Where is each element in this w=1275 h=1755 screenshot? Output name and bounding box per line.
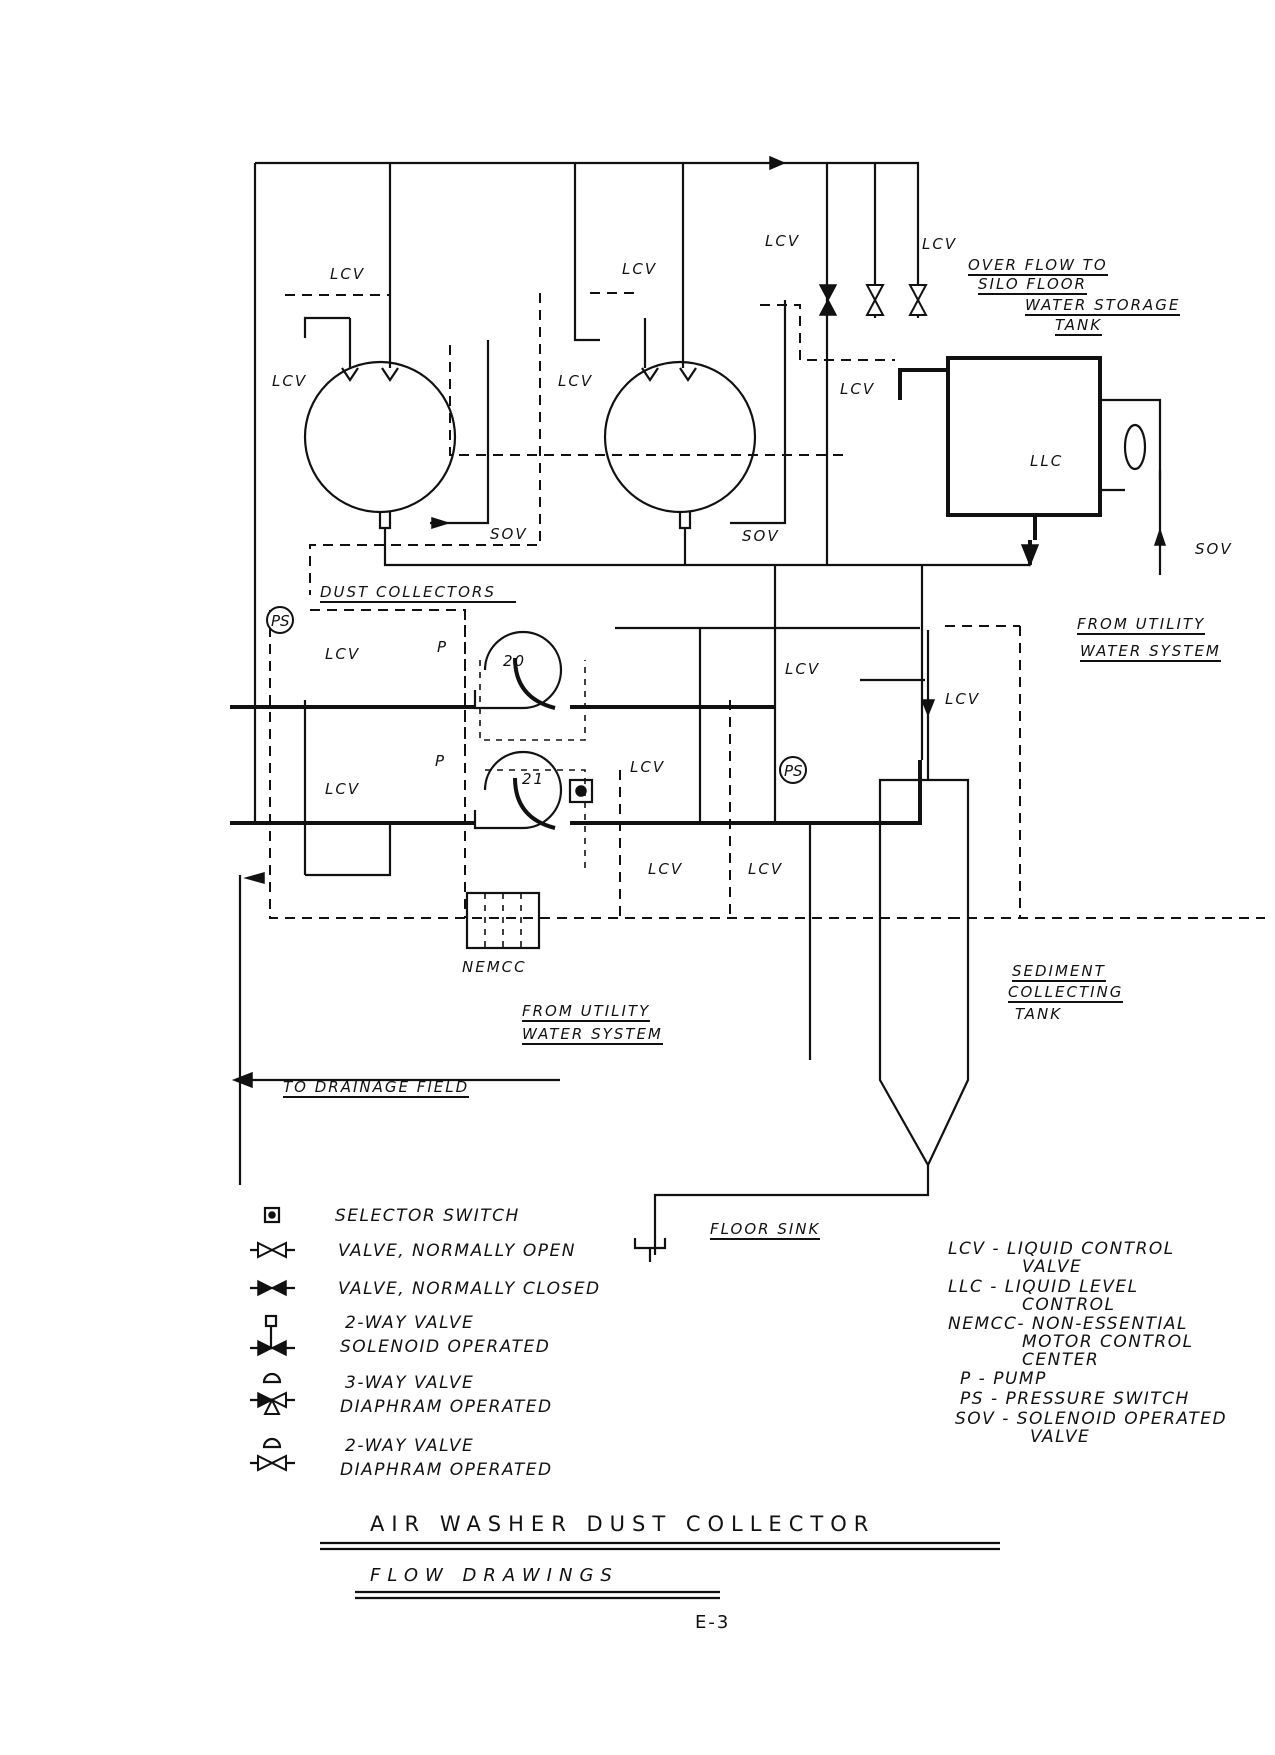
label-pump: P [437,638,449,656]
floor-sink [633,1238,667,1262]
label-water-storage: TANK [1055,316,1103,336]
label-lcv: LCV [648,860,684,878]
label-from-utility-mid: WATER SYSTEM [522,1025,663,1045]
legend-2way-diaphragm: DIAPHRAM OPERATED [340,1460,553,1480]
legend-3way-diaphragm: DIAPHRAM OPERATED [340,1397,553,1417]
abbr-sov: SOV - SOLENOID OPERATED [955,1410,1227,1429]
abbr-key: SOV - [955,1409,1010,1429]
subtitle-underline [355,1590,720,1600]
label-from-utility: FROM UTILITY [1077,615,1206,635]
label-ps: PS [784,762,803,780]
overflow-valves [818,284,928,316]
label-sov: SOV [1195,540,1233,558]
legend-selector-switch: SELECTOR SWITCH [335,1206,520,1226]
drawing-title: AIR WASHER DUST COLLECTOR [370,1512,876,1536]
abbr-key: P - [960,1369,987,1389]
abbr-key: NEMCC- [948,1314,1025,1334]
legend-solenoid-valve: 2-WAY VALVE [345,1313,475,1333]
label-overflow: SILO FLOOR [978,275,1087,295]
sediment-collecting-tank [653,630,970,1255]
label-lcv: LCV [630,758,666,776]
water-storage-tank [898,356,1167,575]
label-sediment: COLLECTING [1008,983,1124,1003]
label-sov: SOV [742,527,780,545]
label-pump-21: 21 [522,770,546,788]
abbr-key: LLC - [948,1277,998,1297]
abbr-key: LCV - [948,1239,1001,1259]
label-lcv: LCV [748,860,784,878]
abbr-nemcc-cont: MOTOR CONTROL [1022,1332,1194,1352]
nemcc-panel [465,891,541,950]
label-sediment: SEDIMENT [1012,962,1106,982]
label-dust-collectors: DUST COLLECTORS [320,583,516,603]
label-lcv: LCV [272,372,308,390]
drawing-subtitle: FLOW DRAWINGS [370,1565,619,1586]
label-floor-sink: FLOOR SINK [710,1220,821,1240]
abbr-value: NON-ESSENTIAL [1031,1314,1189,1334]
label-llc: LLC [1030,452,1064,470]
legend-icons [250,1206,295,1472]
label-water-storage: WATER STORAGE [1025,296,1181,316]
abbr-llc-cont: CONTROL [1022,1295,1116,1315]
label-nemcc: NEMCC [462,958,527,976]
dust-collector-2 [573,258,787,565]
abbr-key: PS - [960,1389,999,1409]
label-lcv: LCV [840,380,876,398]
abbr-value: SOLENOID OPERATED [1016,1409,1228,1429]
legend-3way-diaphragm: 3-WAY VALVE [345,1373,475,1393]
abbr-value: PUMP [993,1369,1047,1389]
legend-valve-closed: VALVE, NORMALLY CLOSED [338,1279,601,1299]
label-pump-20: 20 [503,652,527,670]
abbr-llc: LLC - LIQUID LEVEL [948,1278,1139,1297]
page-number: E-3 [695,1612,731,1633]
label-lcv: LCV [922,235,958,253]
label-from-utility: WATER SYSTEM [1080,642,1221,662]
label-from-utility-mid: FROM UTILITY [522,1002,651,1022]
abbr-ps: PS - PRESSURE SWITCH [960,1390,1190,1409]
label-lcv: LCV [945,690,981,708]
abbr-lcv: LCV - LIQUID CONTROL [948,1240,1175,1259]
label-ps: PS [271,612,290,630]
pressure-switch-left [266,606,294,634]
label-lcv: LCV [325,780,361,798]
abbr-nemcc: NEMCC- NON-ESSENTIAL [948,1315,1188,1334]
control-signal-lines [269,292,1265,919]
abbr-lcv-cont: VALVE [1022,1257,1083,1277]
abbr-value: PRESSURE SWITCH [1005,1389,1190,1409]
abbr-value: LIQUID CONTROL [1006,1239,1175,1259]
abbr-p: P - PUMP [960,1370,1047,1389]
label-pump: P [435,752,447,770]
label-lcv: LCV [785,660,821,678]
title-underline [320,1541,1000,1551]
label-lcv: LCV [325,645,361,663]
top-header-pipe [253,155,920,565]
pump-20 [473,630,563,710]
legend-solenoid-valve: SOLENOID OPERATED [340,1337,551,1357]
pressure-switch-right [779,756,807,784]
legend-2way-diaphragm: 2-WAY VALVE [345,1436,475,1456]
label-sediment: TANK [1015,1005,1063,1023]
label-lcv: LCV [622,260,658,278]
dust-collector-1 [303,298,1030,567]
label-overflow: OVER FLOW TO [968,256,1108,276]
label-lcv: LCV [330,265,366,283]
abbr-nemcc-cont: CENTER [1022,1350,1100,1370]
abbr-value: LIQUID LEVEL [1004,1277,1139,1297]
legend-valve-open: VALVE, NORMALLY OPEN [338,1241,576,1261]
pump-21 [473,750,594,830]
label-lcv: LCV [765,232,801,250]
abbr-sov-cont: VALVE [1030,1427,1091,1447]
label-lcv: LCV [558,372,594,390]
label-drainage: TO DRAINAGE FIELD [283,1078,470,1098]
label-sov: SOV [490,525,528,543]
